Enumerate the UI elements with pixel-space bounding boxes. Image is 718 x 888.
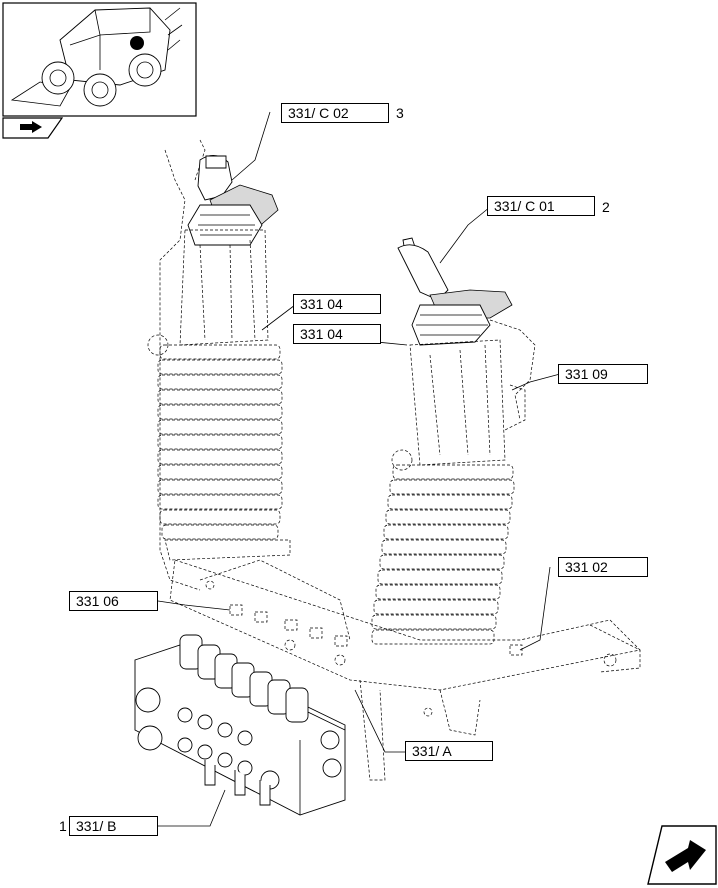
item-number-3: 3: [396, 105, 404, 121]
prev-arrow-icon[interactable]: [2, 117, 64, 139]
right-joystick: [371, 237, 536, 645]
leader-lines: [157, 111, 561, 827]
ref-label-331-c01[interactable]: 331/ C 01: [487, 196, 595, 216]
ref-label-331-04-b[interactable]: 331 04: [293, 324, 381, 344]
ref-label-331-c02[interactable]: 331/ C 02: [281, 103, 389, 123]
ref-label-331-09[interactable]: 331 09: [558, 364, 648, 384]
next-page-icon[interactable]: [647, 825, 717, 885]
ref-label-331-04-a[interactable]: 331 04: [293, 294, 381, 314]
ref-label-331-b[interactable]: 331/ B: [69, 816, 158, 836]
support-frame: [169, 559, 641, 781]
item-number-2: 2: [602, 199, 610, 215]
machine-thumbnail: [2, 2, 197, 117]
left-joystick: [147, 139, 291, 591]
ref-label-331-06[interactable]: 331 06: [69, 591, 158, 611]
ref-label-331-a[interactable]: 331/ A: [405, 741, 493, 761]
control-valve: [134, 634, 346, 816]
item-number-1: 1: [59, 818, 67, 834]
ref-label-331-02[interactable]: 331 02: [558, 557, 648, 577]
location-marker: [130, 36, 144, 50]
